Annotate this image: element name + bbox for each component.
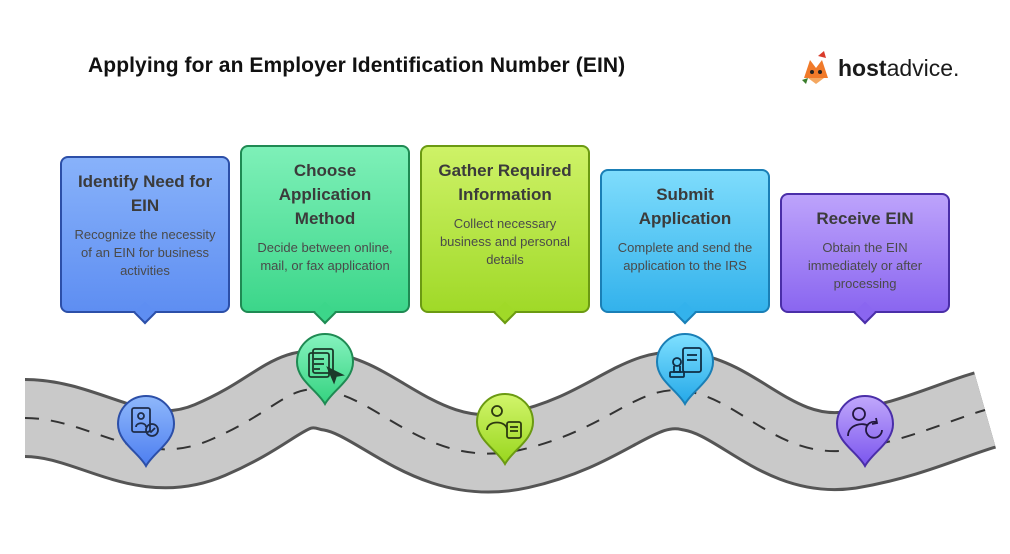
step-description: Complete and send the application to the…: [617, 240, 753, 273]
brand-rest-text: advice.: [886, 55, 960, 81]
step-title: Choose Application Method: [278, 161, 372, 228]
pin-step-1: [116, 395, 176, 469]
step-title: Submit Application: [638, 185, 732, 228]
brand-logo: hostadvice.: [796, 48, 976, 88]
user-refresh-icon: [847, 407, 883, 439]
step-description: Obtain the EIN immediately or after proc…: [807, 240, 923, 291]
step-card-4: Submit Application Complete and send the…: [600, 169, 770, 325]
person-document-icon: [486, 405, 522, 439]
fox-logo-icon: [802, 51, 828, 84]
brand-wordmark: hostadvice.: [838, 55, 959, 82]
step-card-3: Gather Required Information Collect nece…: [420, 145, 590, 325]
step-card-2: Choose Application Method Decide between…: [240, 145, 410, 325]
pin-step-4: [655, 333, 715, 407]
page-title: Applying for an Employer Identification …: [88, 54, 626, 77]
step-card-5: Receive EIN Obtain the EIN immediately o…: [780, 193, 950, 325]
step-description: Recognize the necessity of an EIN for bu…: [74, 227, 216, 278]
brand-bold-text: host: [838, 55, 887, 81]
step-description: Collect necessary business and personal …: [439, 216, 571, 267]
step-title: Identify Need for EIN: [77, 172, 213, 215]
pin-step-5: [835, 395, 895, 469]
pin-step-2: [295, 333, 355, 407]
id-badge-check-icon: [131, 407, 159, 437]
step-title: Receive EIN: [816, 209, 914, 228]
pin-step-3: [475, 393, 535, 467]
stamp-document-icon: [669, 347, 702, 378]
step-description: Decide between online, mail, or fax appl…: [257, 240, 393, 273]
step-card-1: Identify Need for EIN Recognize the nece…: [60, 156, 230, 325]
document-click-icon: [308, 348, 345, 385]
step-title: Gather Required Information: [438, 161, 572, 204]
